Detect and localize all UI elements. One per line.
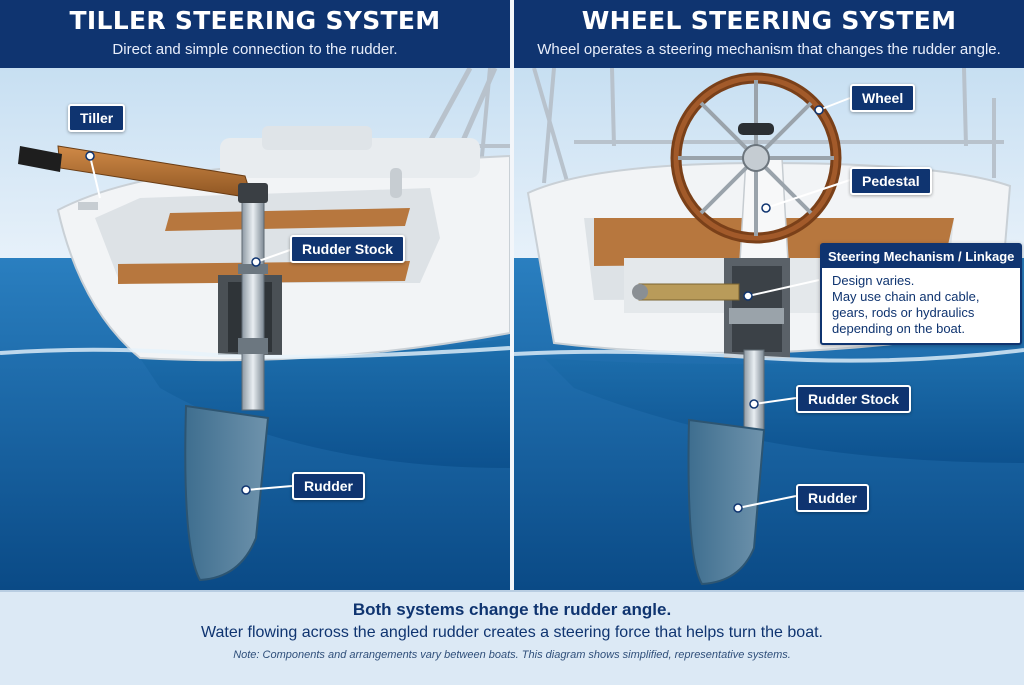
tiller-panel: TILLER STEERING SYSTEM Direct and simple…: [0, 0, 510, 590]
label-rudder-right: Rudder: [796, 484, 869, 512]
mechanism-line: gears, rods or hydraulics: [832, 305, 975, 320]
tiller-title: TILLER STEERING SYSTEM: [69, 6, 441, 35]
panel-divider: [510, 0, 514, 590]
label-pedestal: Pedestal: [850, 167, 932, 195]
steering-mechanism-title: Steering Mechanism / Linkage: [822, 245, 1020, 268]
summary-box: Both systems change the rudder angle. Wa…: [0, 590, 1024, 685]
wheel-title: WHEEL STEERING SYSTEM: [581, 6, 957, 35]
tiller-header: TILLER STEERING SYSTEM Direct and simple…: [0, 0, 510, 68]
steering-mechanism-callout: Steering Mechanism / Linkage Design vari…: [820, 243, 1022, 345]
label-rudder-left: Rudder: [292, 472, 365, 500]
mechanism-line: Design varies.: [832, 273, 915, 288]
mechanism-line: depending on the boat.: [832, 321, 966, 336]
tiller-illustration: [0, 68, 510, 590]
steering-mechanism-body: Design varies. May use chain and cable, …: [822, 268, 1020, 343]
tiller-subtitle: Direct and simple connection to the rudd…: [112, 41, 398, 58]
wheel-subtitle: Wheel operates a steering mechanism that…: [537, 41, 1001, 58]
summary-text: Water flowing across the angled rudder c…: [201, 624, 823, 641]
label-tiller: Tiller: [68, 104, 126, 132]
steering-wheel-graphic: [670, 72, 842, 244]
wheel-header: WHEEL STEERING SYSTEM Wheel operates a s…: [514, 0, 1024, 68]
summary-title: Both systems change the rudder angle.: [352, 600, 672, 619]
label-wheel: Wheel: [850, 84, 916, 112]
label-rudder-stock-left: Rudder Stock: [290, 235, 406, 263]
summary-note: Note: Components and arrangements vary b…: [233, 649, 791, 661]
label-rudder-stock-right: Rudder Stock: [796, 385, 912, 413]
mechanism-line: May use chain and cable,: [832, 289, 980, 304]
